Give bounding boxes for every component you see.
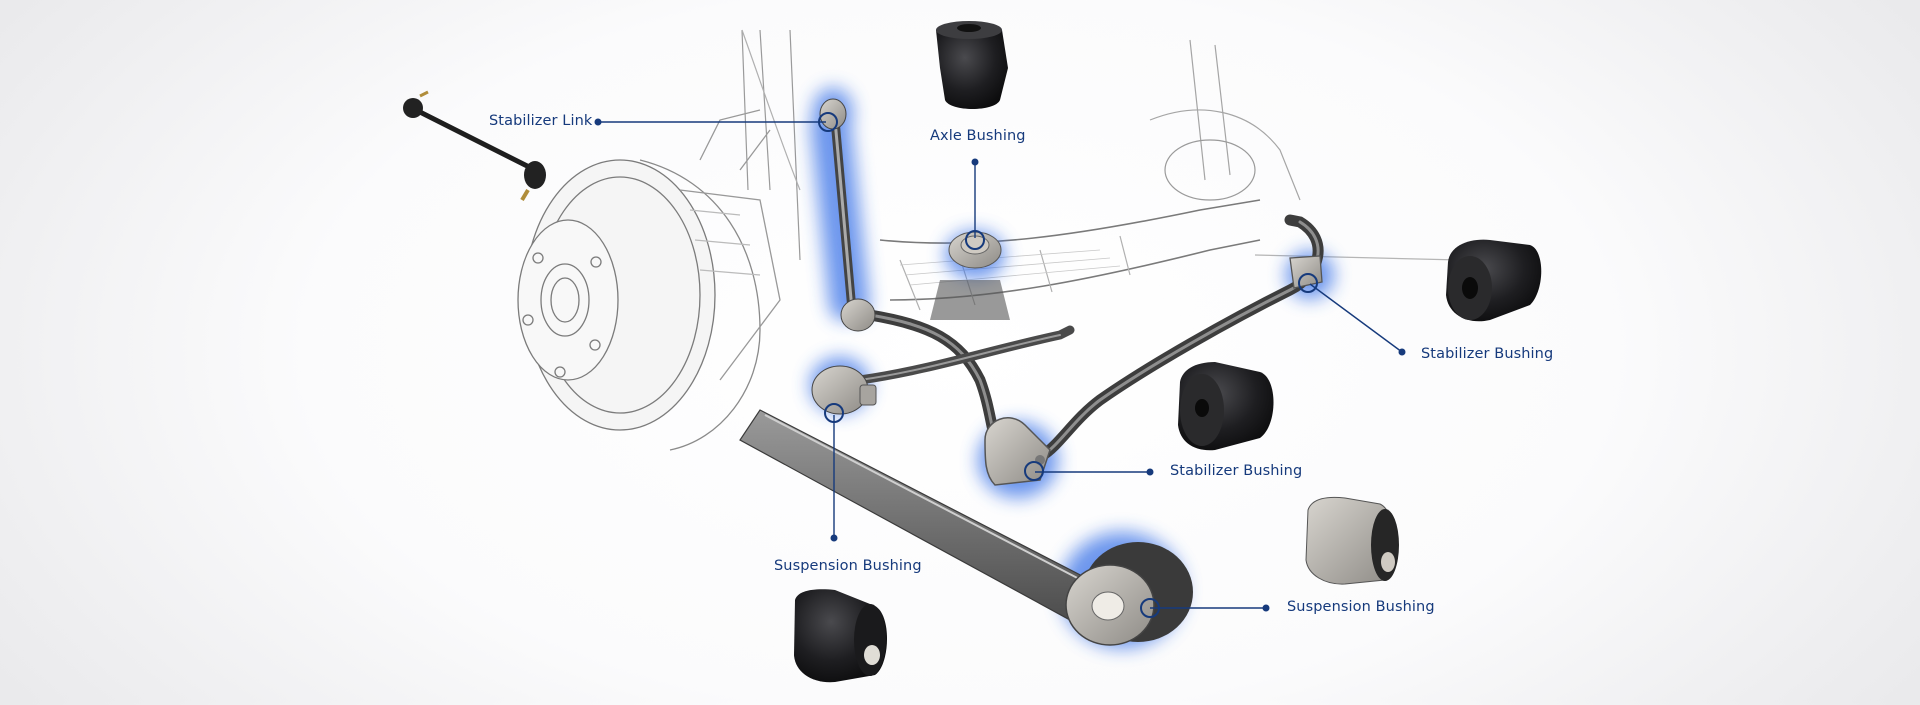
product-axle-bushing — [936, 21, 1008, 109]
callout-lines — [598, 121, 1403, 609]
right-bracket — [1289, 255, 1323, 289]
product-stabilizer-link — [403, 90, 546, 202]
label-axle-bushing: Axle Bushing — [930, 128, 1026, 144]
axle-bushing-mount — [930, 231, 1010, 320]
stabilizer-link-part — [819, 98, 876, 332]
product-suspension-bushing-right — [1305, 496, 1399, 585]
center-bracket — [984, 417, 1051, 486]
label-suspension-bushing-left: Suspension Bushing — [774, 558, 922, 574]
label-stabilizer-bushing-center: Stabilizer Bushing — [1170, 463, 1303, 479]
product-suspension-bushing-left — [794, 589, 888, 683]
product-stabilizer-bushing-center — [1178, 362, 1274, 451]
label-stabilizer-link: Stabilizer Link — [489, 113, 593, 129]
label-suspension-bushing-right: Suspension Bushing — [1287, 599, 1435, 615]
product-stabilizer-bushing-right — [1446, 239, 1542, 322]
callout-dots — [594, 118, 1406, 612]
label-stabilizer-bushing-right: Stabilizer Bushing — [1421, 346, 1554, 362]
callout-target-rings — [818, 112, 1318, 618]
trailing-arm — [739, 365, 1193, 646]
brake-drum-sketch — [517, 109, 781, 451]
